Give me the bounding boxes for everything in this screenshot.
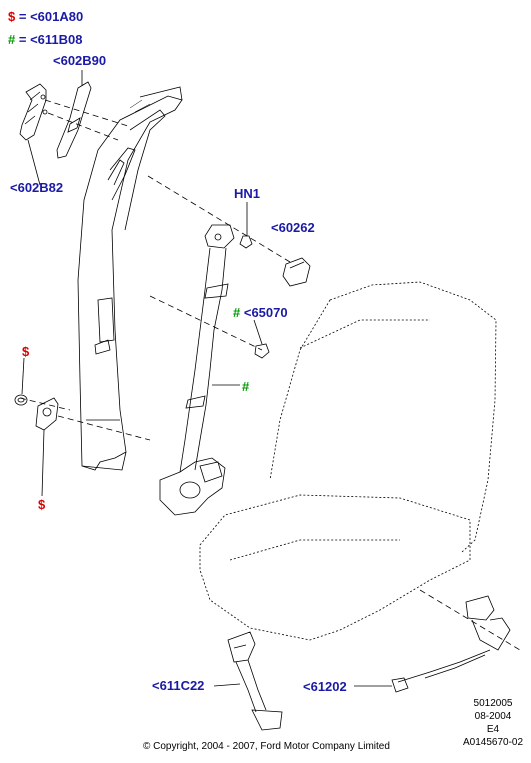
legend-symbol-dollar: $ [8, 9, 16, 24]
pillar-trim-panel [77, 86, 183, 471]
lower-buckle-part [227, 631, 283, 731]
leader-602B82 [27, 139, 41, 186]
nut-part [14, 394, 28, 406]
legend-item-dollar: $ = <601A80 [8, 9, 83, 24]
callout-611C22[interactable]: <611C22 [152, 678, 205, 693]
callout-belt-hash[interactable]: # [242, 379, 250, 394]
meta-date: 08-2004 [474, 711, 512, 722]
legend-text-dollar: = <601A80 [18, 9, 84, 24]
meta-revision: E4 [486, 724, 500, 735]
front-seat [199, 281, 497, 641]
copyright-text: © Copyright, 2004 - 2007, Ford Motor Com… [143, 741, 390, 752]
alignment-lines [19, 99, 521, 651]
bolt-hn1 [239, 235, 253, 249]
leader-dollar-lower [41, 429, 45, 497]
adjuster-cover-part [56, 81, 92, 159]
meta-code: 5012005 [473, 698, 513, 709]
seat-buckle-part [391, 595, 511, 693]
callout-65070-label: <65070 [243, 305, 288, 320]
callout-602B90[interactable]: <602B90 [53, 53, 107, 68]
callout-hn1[interactable]: HN1 [234, 186, 261, 201]
leader-65070 [253, 319, 263, 345]
legend-text-hash: = <611B08 [18, 32, 83, 47]
callout-65070-symbol: # [233, 305, 241, 320]
callout-60262[interactable]: <60262 [271, 220, 315, 235]
cap-60262 [282, 257, 311, 287]
drawing-meta: 5012005 08-2004 E4 A0145670-02 [458, 697, 528, 749]
bracket-part [35, 397, 59, 431]
callout-602B82[interactable]: <602B82 [10, 180, 64, 195]
height-adjuster-part [19, 83, 48, 141]
bolt-65070 [254, 343, 270, 359]
seat-belt-assembly [159, 224, 240, 516]
leader-dollar-upper [21, 357, 25, 395]
leader-611C22 [213, 683, 241, 687]
legend-item-hash: # = <611B08 [8, 32, 82, 47]
callout-dollar-upper[interactable]: $ [22, 344, 30, 359]
meta-reference: A0145670-02 [462, 737, 524, 748]
callout-61202[interactable]: <61202 [303, 679, 347, 694]
callout-dollar-lower[interactable]: $ [38, 497, 46, 512]
legend-symbol-hash: # [8, 32, 16, 47]
callout-65070[interactable]: # <65070 [233, 306, 288, 319]
